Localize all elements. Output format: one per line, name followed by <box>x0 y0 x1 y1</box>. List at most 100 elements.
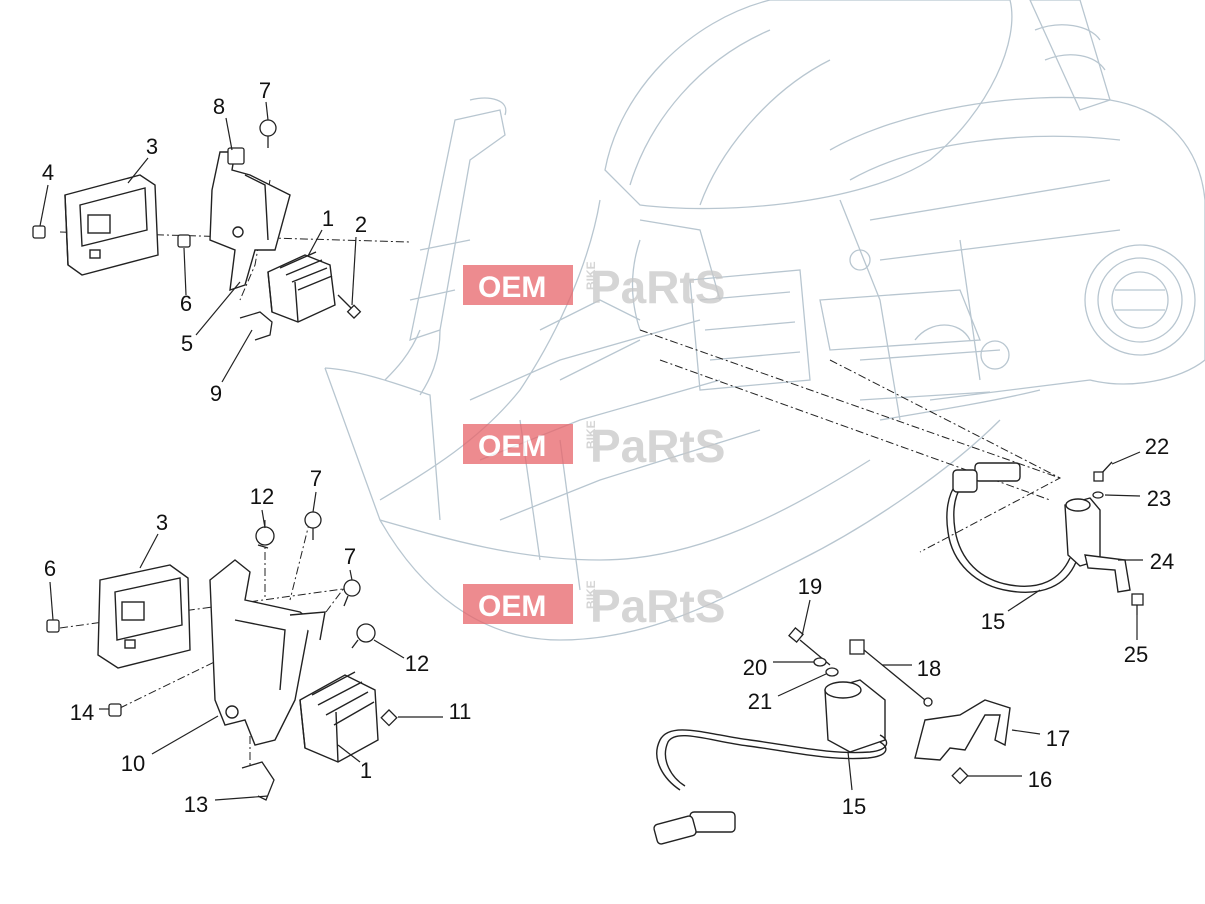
screw-6-upper[interactable] <box>177 234 191 248</box>
hv-cable-lower[interactable] <box>656 729 888 791</box>
callout-leader-c9 <box>221 329 253 383</box>
screw-14[interactable] <box>108 703 122 717</box>
callout-leader-c1b <box>337 744 361 763</box>
ignition-coil-lower[interactable] <box>824 679 886 753</box>
connector-13[interactable] <box>241 761 275 801</box>
callout-number-c5[interactable]: 5 <box>181 331 193 356</box>
callout-number-c17[interactable]: 17 <box>1046 726 1070 751</box>
clip-7-lower[interactable] <box>343 579 361 607</box>
callout-leader-c15a <box>1007 589 1041 612</box>
washer-23[interactable] <box>1092 491 1104 499</box>
screw-6-lower[interactable] <box>46 619 60 633</box>
callout-number-c20[interactable]: 20 <box>743 655 767 680</box>
regulator-lower[interactable] <box>299 671 379 763</box>
callout-number-c19[interactable]: 19 <box>798 574 822 599</box>
callout-leader-c7a <box>265 101 269 121</box>
scooter-frame-outline <box>324 0 1205 641</box>
callout-number-c7b[interactable]: 7 <box>310 466 322 491</box>
callout-number-c8[interactable]: 8 <box>213 94 225 119</box>
callout-leader-c12b <box>373 639 405 659</box>
callout-number-c18[interactable]: 18 <box>917 656 941 681</box>
watermark-brand-a: OEM <box>478 590 546 623</box>
hv-cable-upper[interactable] <box>946 483 1077 593</box>
clip-7-mid[interactable] <box>304 511 322 540</box>
watermark-brand-a: OEM <box>478 430 546 463</box>
watermark-brand-b: PaRtS <box>590 261 725 313</box>
clip-7-upper[interactable] <box>259 119 277 148</box>
callout-number-c25[interactable]: 25 <box>1124 642 1148 667</box>
callout-number-c23[interactable]: 23 <box>1147 486 1171 511</box>
bracket-lower[interactable] <box>209 559 326 746</box>
watermark-top: OEM BIKE PaRtS <box>463 261 725 313</box>
callout-number-c22[interactable]: 22 <box>1145 434 1169 459</box>
callout-number-c16[interactable]: 16 <box>1028 767 1052 792</box>
callout-leader-c7c <box>349 569 353 581</box>
spark-plug-cap-upper[interactable] <box>952 462 1021 493</box>
washers-20-21[interactable] <box>813 657 839 677</box>
callout-number-c3a[interactable]: 3 <box>146 134 158 159</box>
callout-number-c13[interactable]: 13 <box>184 792 208 817</box>
callout-number-c7c[interactable]: 7 <box>344 544 356 569</box>
callout-number-c15b[interactable]: 15 <box>842 794 866 819</box>
callout-leader-c6a <box>183 247 187 296</box>
ecu-unit-lower[interactable] <box>97 564 191 669</box>
screw-25[interactable] <box>1131 593 1144 615</box>
watermark-brand-b: PaRtS <box>590 420 725 472</box>
callout-number-c11[interactable]: 11 <box>449 699 472 724</box>
callout-leader-c7b <box>312 491 317 513</box>
callout-number-c12b[interactable]: 12 <box>405 651 429 676</box>
clip-8-upper[interactable] <box>227 147 245 165</box>
callout-leader-c15b <box>847 751 853 791</box>
bolt-2[interactable] <box>337 294 362 319</box>
nut-11[interactable] <box>380 709 398 727</box>
ignition-coil-upper[interactable] <box>1064 497 1101 567</box>
callout-number-c15a[interactable]: 15 <box>981 609 1005 634</box>
callout-leader-c21 <box>777 673 827 697</box>
callout-number-c7a[interactable]: 7 <box>259 78 271 103</box>
coil-bracket-17[interactable] <box>914 699 1011 761</box>
callout-number-c12a[interactable]: 12 <box>250 484 274 509</box>
watermark-brand-a: OEM <box>478 271 546 304</box>
callout-leader-c23 <box>1104 494 1141 497</box>
callout-number-c1a[interactable]: 1 <box>322 206 334 231</box>
callout-leader-c8 <box>225 117 233 151</box>
callout-leader-c4 <box>39 184 49 227</box>
callout-number-c6a[interactable]: 6 <box>180 291 192 316</box>
watermark-tag: BIKE <box>584 420 598 449</box>
regulator-upper[interactable] <box>267 251 336 323</box>
callout-number-c21[interactable]: 21 <box>748 689 772 714</box>
callout-leader-c10 <box>151 715 219 755</box>
callout-number-c3b[interactable]: 3 <box>156 510 168 535</box>
callout-number-c24[interactable]: 24 <box>1150 549 1174 574</box>
callout-leader-c2 <box>351 236 357 306</box>
callout-number-c1b[interactable]: 1 <box>360 758 372 783</box>
watermark-bottom: OEM BIKE PaRtS <box>463 580 725 632</box>
callout-leader-c22 <box>1111 451 1141 465</box>
watermark-brand-b: PaRtS <box>590 580 725 632</box>
nut-16[interactable] <box>951 767 969 785</box>
ground-wire-18[interactable] <box>849 639 933 707</box>
clip-12-lower[interactable] <box>351 623 376 649</box>
callout-leader-c1a <box>307 229 323 257</box>
callout-number-c9[interactable]: 9 <box>210 381 222 406</box>
callout-leader-c12a <box>261 509 266 529</box>
callout-number-c2[interactable]: 2 <box>355 212 367 237</box>
callout-leader-c3b <box>139 533 159 569</box>
callout-number-c6b[interactable]: 6 <box>44 556 56 581</box>
callout-number-c10[interactable]: 10 <box>121 751 145 776</box>
callout-leader-c3a <box>127 157 149 184</box>
callout-number-c4[interactable]: 4 <box>42 160 54 185</box>
watermark-mid: OEM BIKE PaRtS <box>463 420 725 472</box>
screw-4[interactable] <box>32 225 46 239</box>
ecu-unit-upper[interactable] <box>64 174 159 276</box>
connector-9[interactable] <box>239 311 273 341</box>
watermark-tag: BIKE <box>584 261 598 290</box>
spark-plug-cap-lower[interactable] <box>653 811 736 845</box>
screw-22[interactable] <box>1093 461 1113 482</box>
callout-leader-c6b <box>49 581 54 621</box>
callout-leader-c17 <box>1011 729 1041 735</box>
callout-leader-c5 <box>195 281 241 336</box>
clip-12-upper[interactable] <box>255 526 275 549</box>
callout-number-c14[interactable]: 14 <box>70 700 94 725</box>
